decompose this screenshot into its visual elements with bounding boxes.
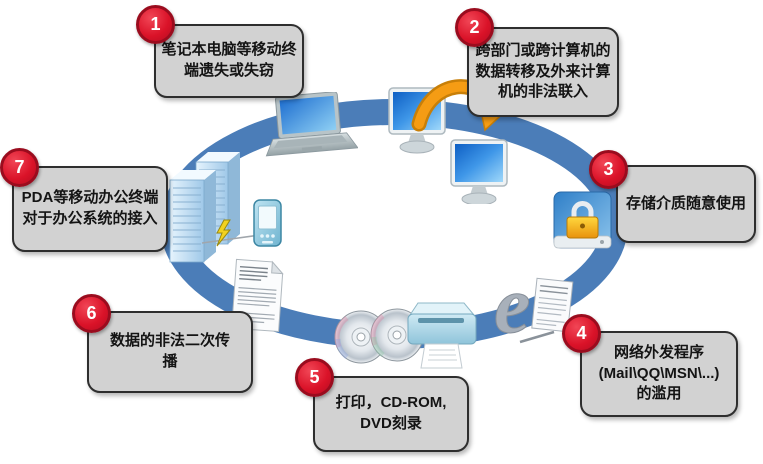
callout-text-line: 对于办公系统的接入 [22,210,158,227]
lock-shackle [571,201,594,218]
pen-icon [519,330,555,344]
callout-4-number-badge: 4 [562,314,601,353]
callout-1-box: 笔记本电脑等移动终 端遗失或失窃 [154,24,304,98]
callout-1-number-badge: 1 [136,5,175,44]
server-towers-icon [169,152,240,263]
callout-text-line: 跨部门或跨计算机的 [475,41,611,59]
callout-2-box: 跨部门或跨计算机的 数据转移及外来计算 机的非法联入 [467,27,619,117]
callout-number: 1 [150,14,161,34]
callout-6-box: 数据的非法二次传 播 [87,311,253,393]
callout-number: 6 [86,303,97,323]
callout-text-line: 数据转移及外来计算 [475,62,611,80]
callout-number: 7 [14,157,25,177]
right-monitor [450,139,508,204]
callout-4-box: 网络外发程序 (Mail\QQ\MSN\...) 的滥用 [580,331,738,417]
callout-text-line: PDA等移动办公终端 [21,189,159,207]
callout-number: 2 [469,17,480,37]
callout-text-line: 端遗失或失窃 [183,62,274,79]
callout-text-line: 播 [162,353,178,370]
callout-text-line: 的滥用 [636,385,682,403]
printed-paper [420,343,463,369]
printer-icon [407,302,477,369]
callout-text-line: 笔记本电脑等移动终 [161,41,297,59]
callout-3-box: 存储介质随意使用 [616,165,756,243]
callout-3-number-badge: 3 [589,150,628,189]
outgoing-document-icon [531,277,574,333]
laptop-icon [265,92,358,157]
callout-text-line: 机的非法联入 [497,83,588,101]
callout-text-line: 数据的非法二次传 [109,332,230,350]
wireless-lightning-icon [216,219,232,247]
pda-phone-icon [202,199,282,247]
callout-7-box: PDA等移动办公终端 对于办公系统的接入 [12,166,168,252]
callout-5-number-badge: 5 [295,358,334,397]
callout-text-line: (Mail\QQ\MSN\...) [598,364,720,382]
callout-text-line: DVD刻录 [360,415,422,432]
callout-2-number-badge: 2 [455,8,494,47]
callout-number: 4 [576,323,587,343]
locked-drive-icon [553,191,612,249]
internet-e-icon: e [494,262,574,350]
callout-number: 3 [603,159,614,179]
callout-5-box: 打印，CD-ROM, DVD刻录 [313,376,469,452]
callout-number: 5 [309,367,320,387]
callout-text-line: 存储介质随意使用 [625,194,746,212]
callout-6-number-badge: 6 [72,294,111,333]
document-icon [231,258,284,333]
callout-text-line: 打印，CD-ROM, [335,394,447,412]
callout-text-line: 网络外发程序 [613,343,704,361]
callout-7-number-badge: 7 [0,148,39,187]
svg-text:e: e [494,262,530,350]
